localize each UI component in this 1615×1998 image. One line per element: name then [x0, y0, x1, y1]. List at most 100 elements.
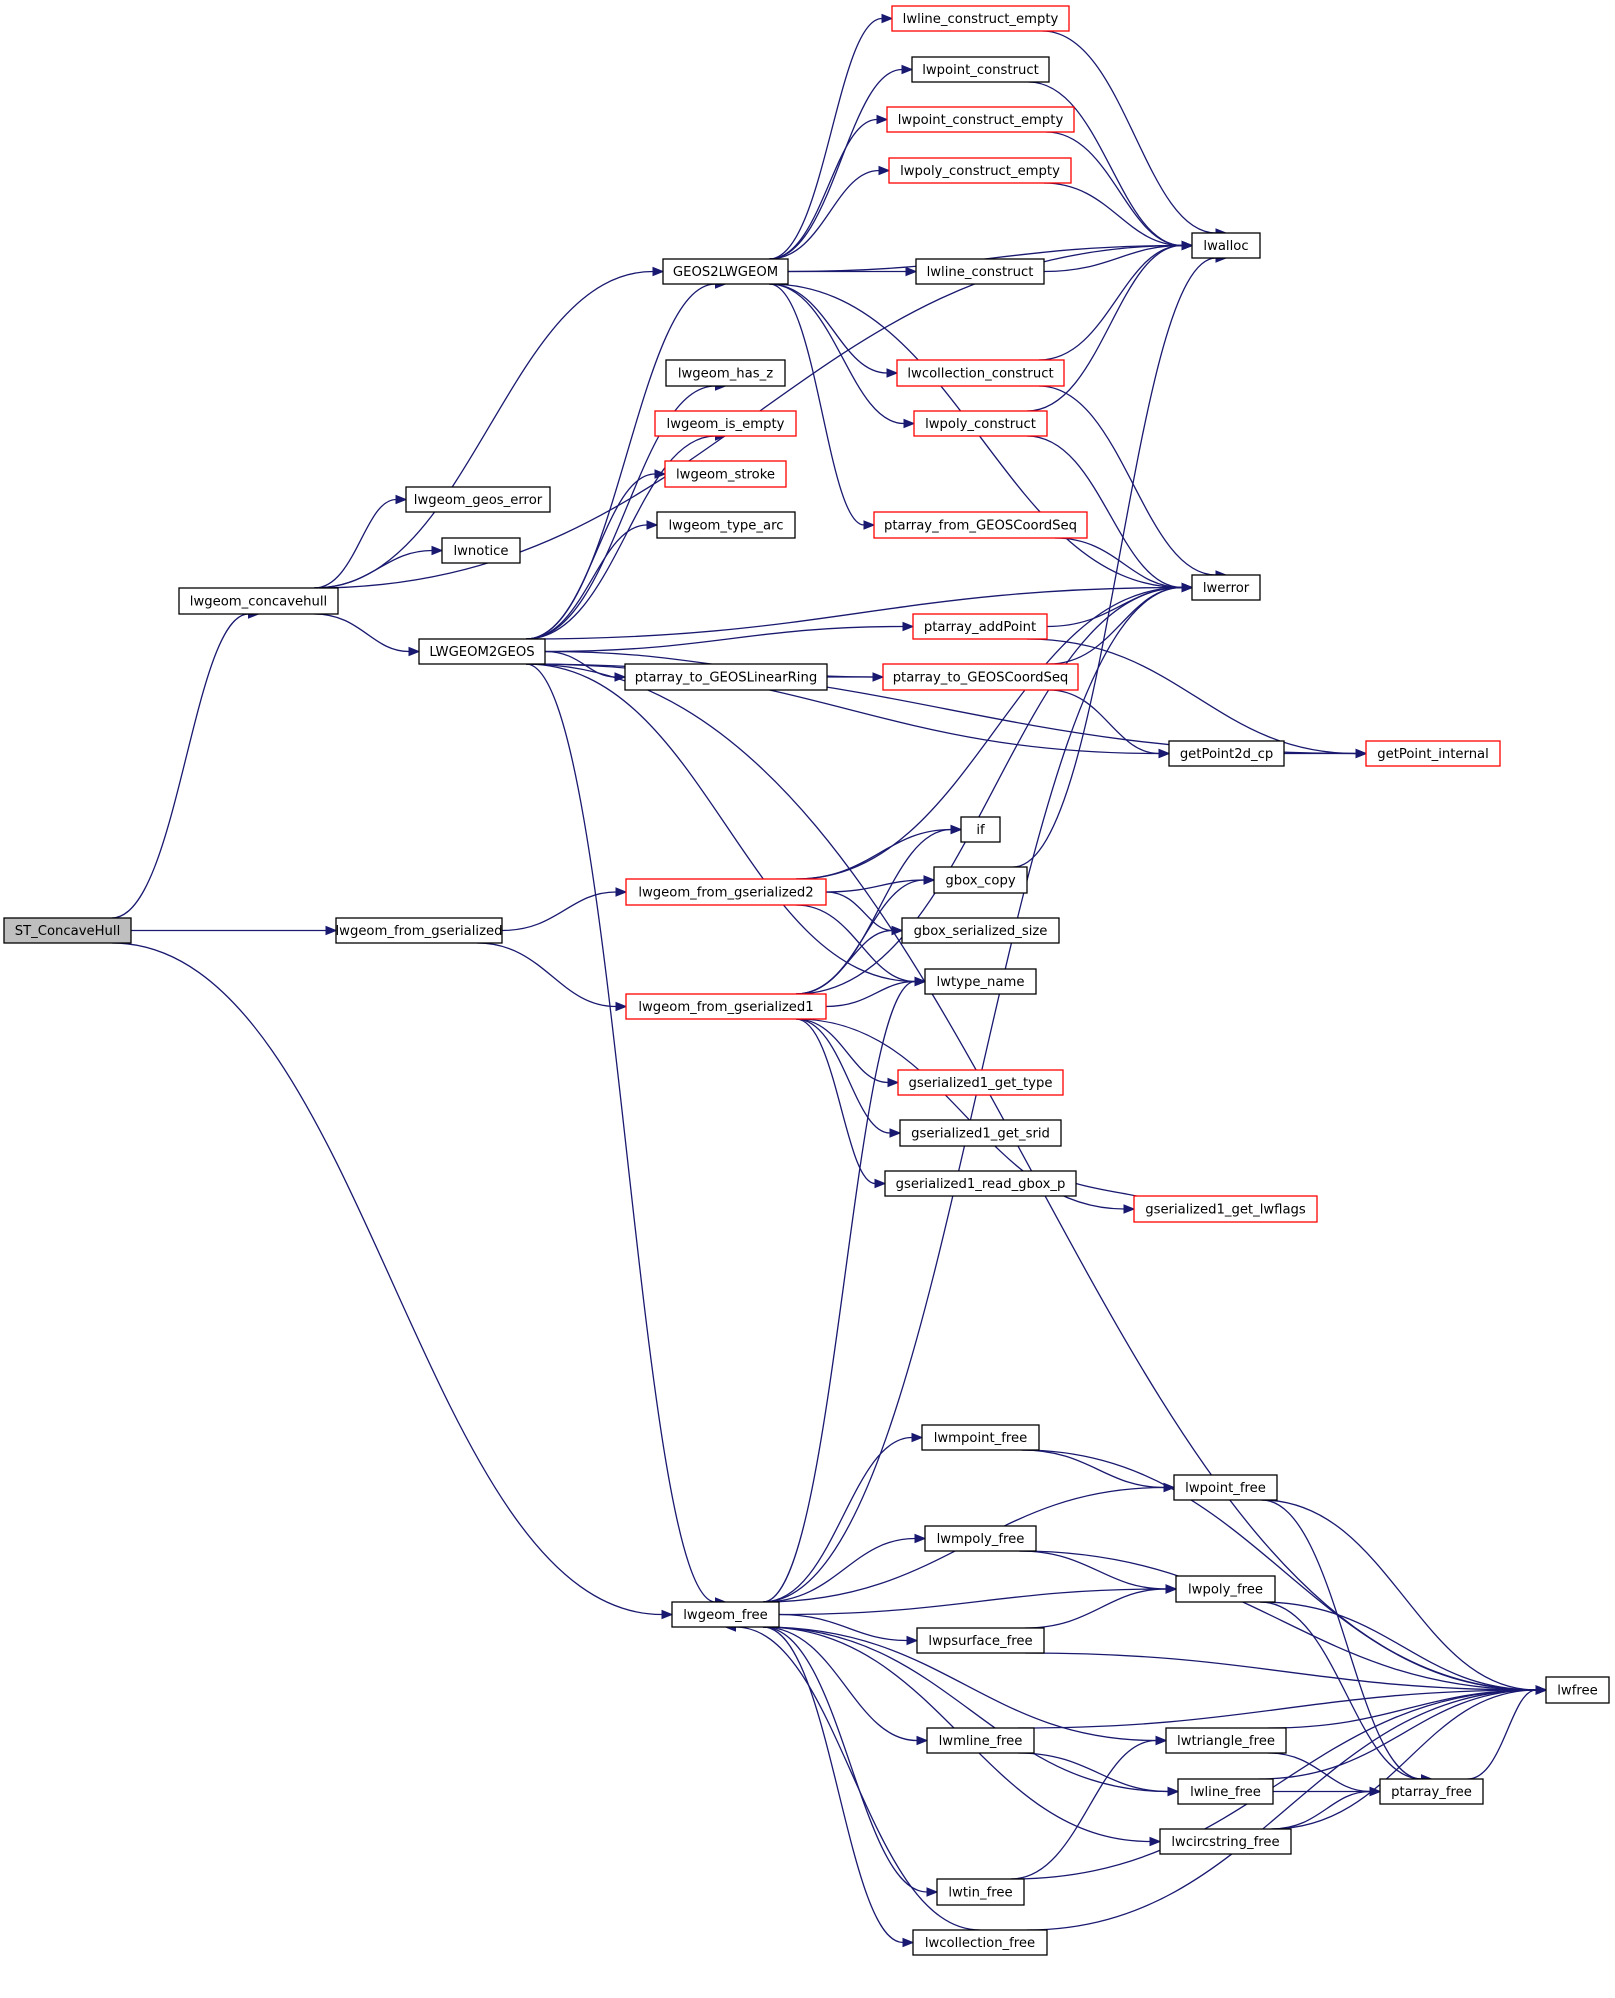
- node-st-concavehull[interactable]: ST_ConcaveHull: [3, 917, 132, 944]
- node-box[interactable]: [656, 511, 796, 539]
- node-box[interactable]: [1191, 574, 1261, 601]
- node-lwgeom2geos[interactable]: LWGEOM2GEOS: [418, 638, 546, 665]
- node-lwmline-free[interactable]: lwmline_free: [926, 1727, 1035, 1754]
- node-box[interactable]: [1365, 740, 1501, 767]
- node-box[interactable]: [405, 486, 551, 513]
- node-box[interactable]: [1168, 740, 1285, 767]
- node-lwgeom-type-arc[interactable]: lwgeom_type_arc: [656, 511, 796, 539]
- node-lwcollection-free[interactable]: lwcollection_free: [912, 1929, 1048, 1956]
- node-lwpoly-free[interactable]: lwpoly_free: [1175, 1575, 1276, 1603]
- node-box[interactable]: [1191, 232, 1261, 259]
- node-box[interactable]: [662, 258, 789, 285]
- node-lwtype-name[interactable]: lwtype_name: [924, 968, 1037, 995]
- node-box[interactable]: [1159, 1828, 1292, 1855]
- node-lwgeom-stroke[interactable]: lwgeom_stroke: [664, 460, 787, 488]
- node-box[interactable]: [896, 359, 1065, 387]
- node-lwline-construct[interactable]: lwline_construct: [915, 258, 1045, 285]
- node-gserialized1-get-srid[interactable]: gserialized1_get_srid: [899, 1119, 1062, 1147]
- node-lwgeom-from-gserialized2[interactable]: lwgeom_from_gserialized2: [625, 878, 827, 906]
- node-lwmpoint-free[interactable]: lwmpoint_free: [921, 1424, 1040, 1451]
- node-box[interactable]: [3, 917, 132, 944]
- node-box[interactable]: [924, 1525, 1037, 1552]
- node-ptarray-to-geoscoordseq[interactable]: ptarray_to_GEOSCoordSeq: [882, 663, 1079, 691]
- node-box[interactable]: [1545, 1676, 1610, 1704]
- node-box[interactable]: [654, 410, 797, 437]
- node-box[interactable]: [873, 511, 1088, 539]
- node-box[interactable]: [335, 917, 503, 944]
- node-box[interactable]: [912, 613, 1048, 640]
- node-box[interactable]: [671, 1601, 780, 1628]
- node-lwgeom-geos-error[interactable]: lwgeom_geos_error: [405, 486, 551, 513]
- node-gserialized1-get-type[interactable]: gserialized1_get_type: [897, 1069, 1064, 1096]
- node-box[interactable]: [897, 1069, 1064, 1096]
- node-lwalloc[interactable]: lwalloc: [1191, 232, 1261, 259]
- node-lwpsurface-free[interactable]: lwpsurface_free: [916, 1627, 1045, 1654]
- node-gbox-copy[interactable]: gbox_copy: [933, 866, 1028, 894]
- node-box[interactable]: [960, 816, 1001, 843]
- node-box[interactable]: [1165, 1727, 1287, 1754]
- node-lwcollection-construct[interactable]: lwcollection_construct: [896, 359, 1065, 387]
- node-box[interactable]: [916, 1627, 1045, 1654]
- node-box[interactable]: [921, 1424, 1040, 1451]
- node-box[interactable]: [625, 993, 827, 1020]
- node-box[interactable]: [1379, 1778, 1484, 1805]
- node-geos2lwgeom[interactable]: GEOS2LWGEOM: [662, 258, 789, 285]
- node-ptarray-addpoint[interactable]: ptarray_addPoint: [912, 613, 1048, 640]
- node-gserialized1-read-gbox-p[interactable]: gserialized1_read_gbox_p: [884, 1170, 1077, 1197]
- node-box[interactable]: [665, 359, 786, 387]
- node-box[interactable]: [911, 56, 1050, 83]
- node-lwgeom-has-z[interactable]: lwgeom_has_z: [665, 359, 786, 387]
- node-lwpoint-construct[interactable]: lwpoint_construct: [911, 56, 1050, 83]
- node-lwpoint-free[interactable]: lwpoint_free: [1173, 1474, 1278, 1501]
- node-box[interactable]: [933, 866, 1028, 894]
- node-getpoint2d-cp[interactable]: getPoint2d_cp: [1168, 740, 1285, 767]
- node-box[interactable]: [899, 1119, 1062, 1147]
- node-lwtriangle-free[interactable]: lwtriangle_free: [1165, 1727, 1287, 1754]
- node-box[interactable]: [1175, 1575, 1276, 1603]
- node-lwgeom-free[interactable]: lwgeom_free: [671, 1601, 780, 1628]
- node-if[interactable]: if: [960, 816, 1001, 843]
- node-box[interactable]: [891, 5, 1070, 32]
- node-lwgeom-from-gserialized1[interactable]: lwgeom_from_gserialized1: [625, 993, 827, 1020]
- node-lwmpoly-free[interactable]: lwmpoly_free: [924, 1525, 1037, 1552]
- node-lwline-construct-empty[interactable]: lwline_construct_empty: [891, 5, 1070, 32]
- node-box[interactable]: [901, 917, 1060, 944]
- node-box[interactable]: [1133, 1195, 1318, 1223]
- node-box[interactable]: [888, 157, 1072, 184]
- node-box[interactable]: [418, 638, 546, 665]
- node-lwnotice[interactable]: lwnotice: [441, 537, 521, 564]
- node-box[interactable]: [926, 1727, 1035, 1754]
- node-box[interactable]: [913, 410, 1048, 437]
- node-box[interactable]: [882, 663, 1079, 691]
- node-box[interactable]: [625, 878, 827, 906]
- node-box[interactable]: [884, 1170, 1077, 1197]
- node-lwgeom-from-gserialized[interactable]: lwgeom_from_gserialized: [335, 917, 503, 944]
- node-box[interactable]: [886, 106, 1075, 133]
- node-lwcircstring-free[interactable]: lwcircstring_free: [1159, 1828, 1292, 1855]
- node-lwline-free[interactable]: lwline_free: [1177, 1778, 1274, 1805]
- node-box[interactable]: [624, 663, 828, 691]
- node-lwtin-free[interactable]: lwtin_free: [936, 1878, 1025, 1906]
- node-lwgeom-concavehull[interactable]: lwgeom_concavehull: [178, 587, 339, 615]
- node-box[interactable]: [664, 460, 787, 488]
- node-gserialized1-get-lwflags[interactable]: gserialized1_get_lwflags: [1133, 1195, 1318, 1223]
- node-box[interactable]: [915, 258, 1045, 285]
- node-box[interactable]: [924, 968, 1037, 995]
- node-lwpoly-construct-empty[interactable]: lwpoly_construct_empty: [888, 157, 1072, 184]
- node-ptarray-from-geoscoordseq[interactable]: ptarray_from_GEOSCoordSeq: [873, 511, 1088, 539]
- node-lwerror[interactable]: lwerror: [1191, 574, 1261, 601]
- node-getpoint-internal[interactable]: getPoint_internal: [1365, 740, 1501, 767]
- node-lwpoint-construct-empty[interactable]: lwpoint_construct_empty: [886, 106, 1075, 133]
- node-gbox-serialized-size[interactable]: gbox_serialized_size: [901, 917, 1060, 944]
- node-lwpoly-construct[interactable]: lwpoly_construct: [913, 410, 1048, 437]
- node-ptarray-to-geoslinearring[interactable]: ptarray_to_GEOSLinearRing: [624, 663, 828, 691]
- node-ptarray-free[interactable]: ptarray_free: [1379, 1778, 1484, 1805]
- node-lwfree[interactable]: lwfree: [1545, 1676, 1610, 1704]
- node-box[interactable]: [441, 537, 521, 564]
- node-box[interactable]: [1173, 1474, 1278, 1501]
- node-box[interactable]: [178, 587, 339, 615]
- node-box[interactable]: [936, 1878, 1025, 1906]
- node-box[interactable]: [912, 1929, 1048, 1956]
- node-lwgeom-is-empty[interactable]: lwgeom_is_empty: [654, 410, 797, 437]
- node-box[interactable]: [1177, 1778, 1274, 1805]
